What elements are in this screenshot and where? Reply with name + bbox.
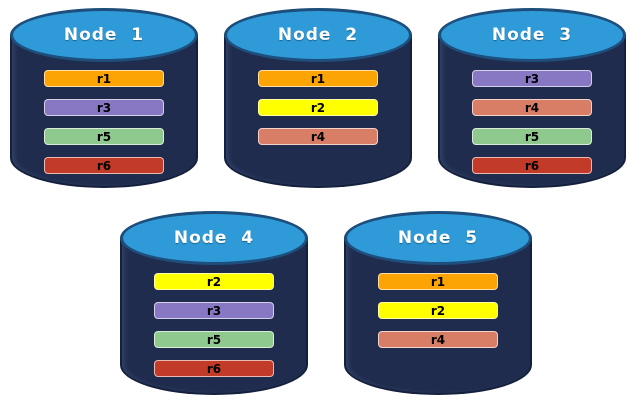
replica-bar-r1: r1 (258, 70, 378, 87)
replica-bar-r2: r2 (378, 302, 498, 319)
replica-label: r3 (524, 71, 540, 86)
replica-label: r2 (206, 274, 222, 289)
node-title: Node 3 (491, 25, 573, 45)
replica-label: r4 (524, 100, 540, 115)
replica-bar-list: r3 r4 r5 r6 (472, 70, 592, 174)
replica-bar-r4: r4 (472, 99, 592, 116)
replica-bar-list: r1 r2 r4 (258, 70, 378, 145)
replica-bar-r5: r5 (154, 331, 274, 348)
replica-bar-r2: r2 (154, 273, 274, 290)
replica-bar-r2: r2 (258, 99, 378, 116)
replica-bar-r1: r1 (378, 273, 498, 290)
replica-bar-r4: r4 (258, 128, 378, 145)
node-title: Node 1 (63, 25, 145, 45)
replica-label: r6 (524, 158, 540, 173)
node-cylinder-1: Node 1 r1 r3 r5 r6 (10, 8, 198, 188)
replica-bar-list: r2 r3 r5 r6 (154, 273, 274, 377)
replica-label: r2 (310, 100, 326, 115)
replica-bar-list: r1 r3 r5 r6 (44, 70, 164, 174)
replica-label: r1 (310, 71, 326, 86)
replica-bar-r4: r4 (378, 331, 498, 348)
replica-label: r6 (206, 361, 222, 376)
cylinder-top: Node 5 (344, 211, 532, 265)
replica-bar-r3: r3 (472, 70, 592, 87)
node-title: Node 5 (397, 228, 479, 248)
replica-label: r3 (96, 100, 112, 115)
replica-label: r6 (96, 158, 112, 173)
node-cylinder-2: Node 2 r1 r2 r4 (224, 8, 412, 188)
replica-label: r5 (524, 129, 540, 144)
cylinder-top: Node 2 (224, 8, 412, 62)
replica-bar-r6: r6 (154, 360, 274, 377)
replica-bar-r5: r5 (472, 128, 592, 145)
replica-bar-r3: r3 (44, 99, 164, 116)
replica-label: r1 (96, 71, 112, 86)
cylinder-top: Node 1 (10, 8, 198, 62)
replica-label: r5 (96, 129, 112, 144)
replica-bar-list: r1 r2 r4 (378, 273, 498, 348)
node-title: Node 4 (173, 228, 255, 248)
replica-label: r5 (206, 332, 222, 347)
replica-bar-r3: r3 (154, 302, 274, 319)
cylinder-top: Node 3 (438, 8, 626, 62)
replica-label: r4 (310, 129, 326, 144)
replica-bar-r5: r5 (44, 128, 164, 145)
replica-label: r1 (430, 274, 446, 289)
replica-label: r4 (430, 332, 446, 347)
replica-bar-r6: r6 (44, 157, 164, 174)
node-cylinder-5: Node 5 r1 r2 r4 (344, 211, 532, 395)
cylinder-top: Node 4 (120, 211, 308, 265)
replica-label: r3 (206, 303, 222, 318)
replica-bar-r6: r6 (472, 157, 592, 174)
replica-bar-r1: r1 (44, 70, 164, 87)
replica-label: r2 (430, 303, 446, 318)
node-title: Node 2 (277, 25, 359, 45)
node-cylinder-4: Node 4 r2 r3 r5 r6 (120, 211, 308, 395)
node-cylinder-3: Node 3 r3 r4 r5 r6 (438, 8, 626, 188)
